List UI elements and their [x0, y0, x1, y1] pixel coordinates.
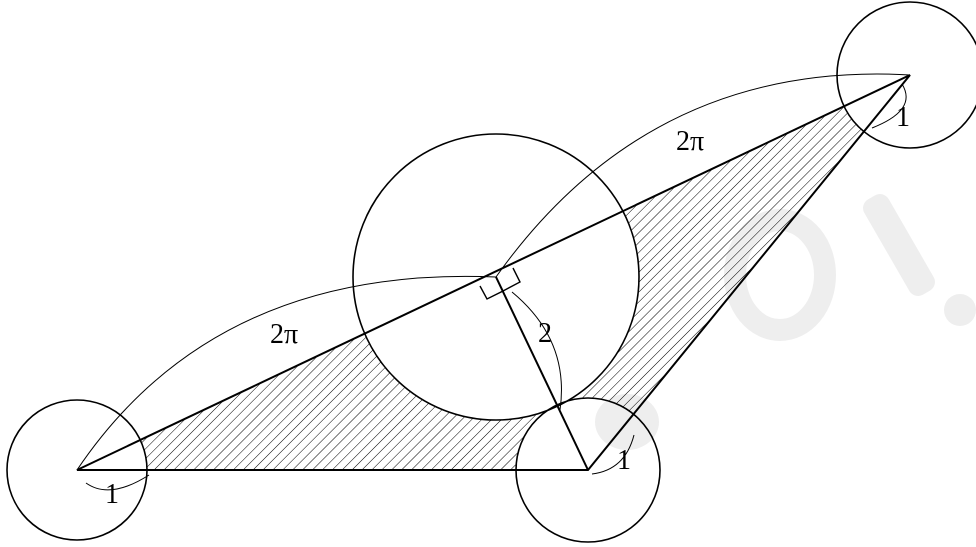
perpendicular-segment: [495, 276, 589, 471]
label-lower-2pi: 2π: [270, 319, 298, 350]
right-angle-marker: [479, 276, 504, 300]
label-height-2: 2: [538, 318, 552, 349]
circle-left-vertex: [6, 399, 148, 541]
label-radius-right: 1: [617, 445, 631, 476]
circle-large-center: [352, 133, 640, 421]
right-angle-marker-outer: [502, 267, 521, 292]
triangle: [76, 74, 911, 471]
arc-radius-right: [591, 434, 635, 475]
arc-radius-left: [85, 474, 150, 491]
arc-radius-top: [871, 83, 907, 129]
label-radius-top: 1: [896, 102, 910, 133]
arc-upper-2pi: [495, 73, 911, 278]
label-radius-left: 1: [105, 479, 119, 510]
arc-height-2: [511, 291, 562, 411]
circle-right-vertex: [515, 397, 661, 543]
label-upper-2pi: 2π: [676, 126, 704, 157]
arc-lower-2pi: [76, 275, 497, 471]
circle-top-vertex: [836, 1, 976, 149]
